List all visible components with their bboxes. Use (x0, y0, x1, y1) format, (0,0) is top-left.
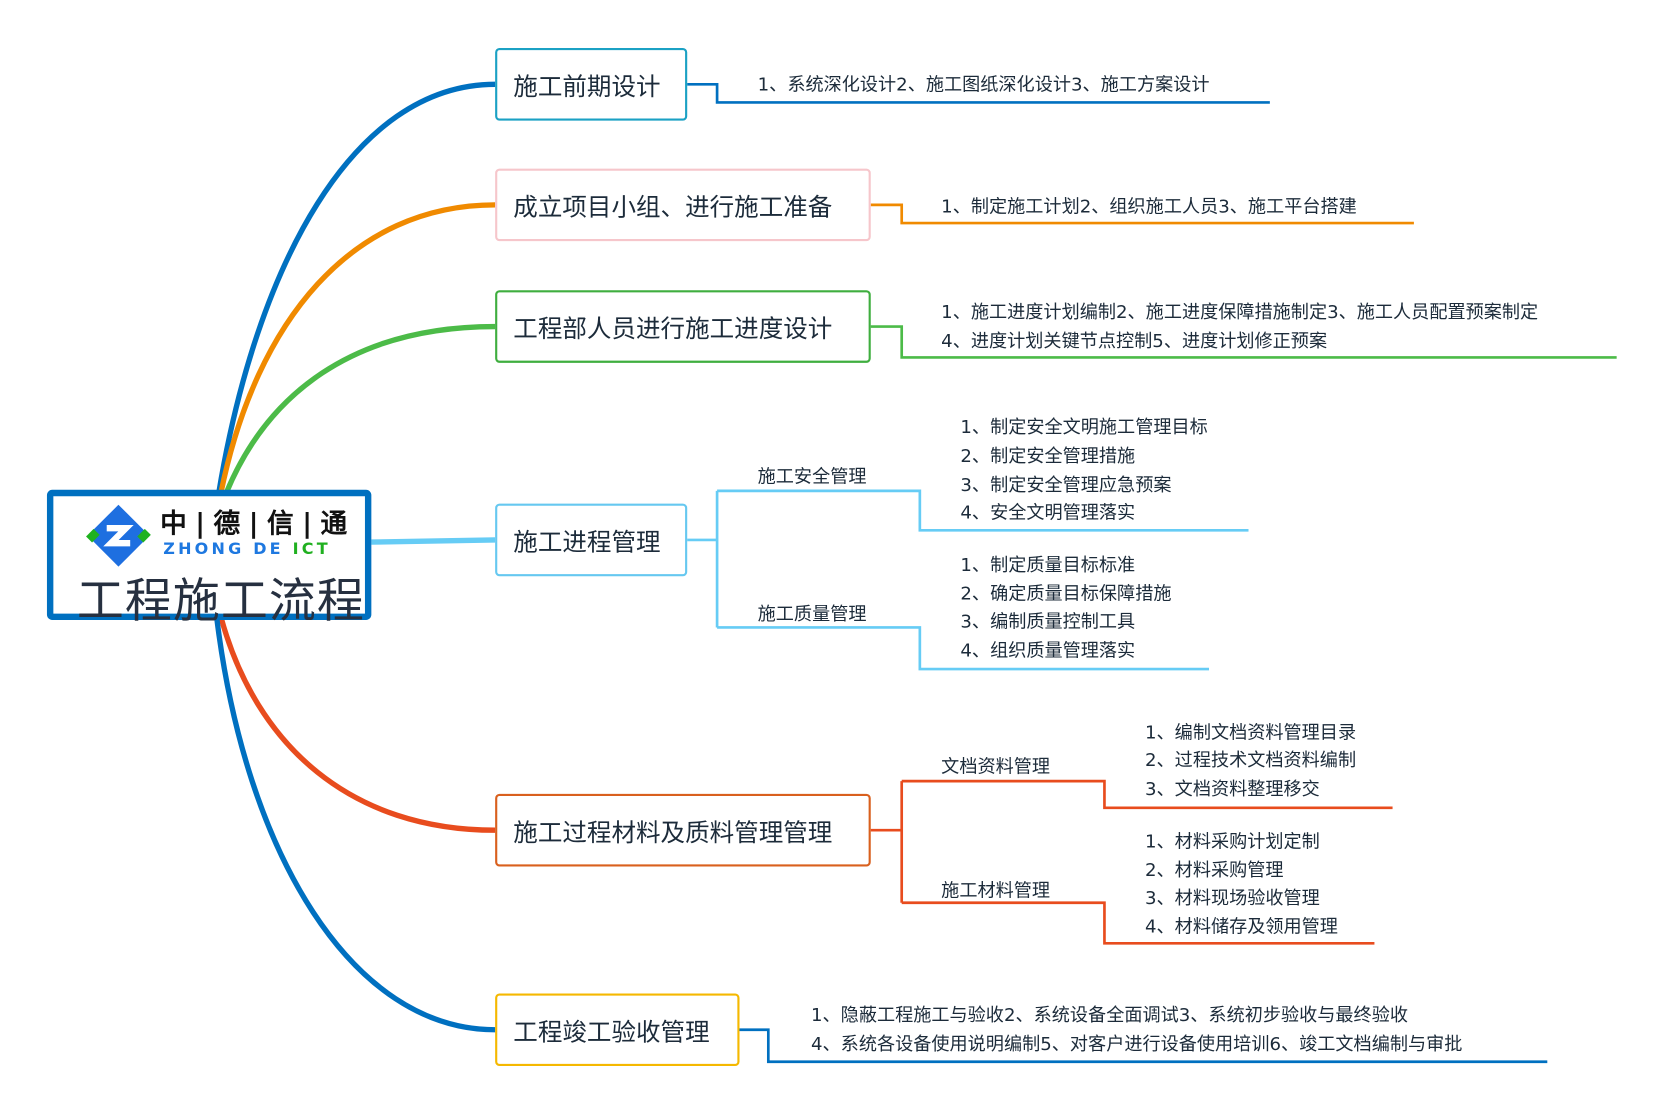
list-item: 3、文档资料整理移交 (1144, 778, 1320, 801)
subtopic-documents[interactable]: 文档资料管理 (941, 756, 1051, 778)
detail-text: 1、隐蔽工程施工与验收2、系统设备全面调试3、系统初步验收与最终验收 (810, 1005, 1408, 1027)
detail-line-1 (687, 82, 1270, 104)
topic-material-management[interactable]: 施工过程材料及质料管理管理 (495, 793, 871, 867)
connector-branch-3 (223, 323, 496, 495)
subtopic-quality[interactable]: 施工质量管理 (757, 603, 867, 626)
detail-line-6 (739, 1028, 1548, 1064)
brand-name-cn: 中|德|信|通 (160, 507, 356, 539)
brand-name-en: ZHONG DE ICT (163, 539, 331, 558)
detail-text: 4、系统各设备使用说明编制5、对客户进行设备使用培训6、竣工文档编制与审批 (810, 1034, 1463, 1056)
central-title: 工程施工流程 (76, 574, 365, 629)
connector-branch-4 (371, 537, 496, 545)
brand-en-ict: ICT (292, 538, 331, 559)
list-item: 3、编制质量控制工具 (960, 611, 1136, 633)
sub-lines-4 (687, 489, 1249, 671)
detail-text: 4、进度计划关键节点控制5、进度计划修正预案 (941, 330, 1328, 353)
detail-line-3 (870, 325, 1617, 359)
list-item: 2、制定安全管理措施 (960, 446, 1136, 468)
list-item: 1、制定质量目标标准 (960, 554, 1136, 577)
detail-text: 1、施工进度计划编制2、施工进度保障措施制定3、施工人员配置预案制定 (941, 301, 1539, 324)
zhongde-logo-icon (86, 504, 151, 567)
sub-lines-5 (870, 779, 1393, 945)
list-item: 2、过程技术文档资料编制 (1144, 750, 1357, 772)
list-item: 2、材料采购管理 (1144, 860, 1284, 882)
detail-text: 1、系统深化设计2、施工图纸深化设计3、施工方案设计 (757, 74, 1210, 97)
topic-schedule-design[interactable]: 工程部人员进行施工进度设计 (495, 290, 871, 363)
central-topic[interactable]: 中|德|信|通 ZHONG DE ICT 工程施工流程 (46, 489, 372, 629)
list-item: 2、确定质量目标保障措施 (960, 583, 1172, 606)
list-item: 1、材料采购计划定制 (1144, 831, 1320, 853)
connector-branch-1 (216, 81, 496, 494)
brand-en-part: ZHONG DE (163, 538, 293, 559)
topic-team-setup[interactable]: 成立项目小组、进行施工准备 (495, 168, 871, 242)
list-item: 3、制定安全管理应急预案 (960, 474, 1172, 497)
list-item: 1、制定安全文明施工管理目标 (960, 417, 1208, 439)
detail-line-2 (870, 203, 1414, 225)
connector-branch-2 (218, 202, 496, 494)
list-item: 4、材料储存及领用管理 (1144, 916, 1338, 938)
list-item: 1、编制文档资料管理目录 (1144, 722, 1357, 744)
subtopic-safety[interactable]: 施工安全管理 (757, 466, 867, 488)
topic-design[interactable]: 施工前期设计 (495, 48, 688, 121)
topic-process-management[interactable]: 施工进程管理 (495, 503, 688, 577)
list-item: 4、组织质量管理落实 (960, 640, 1136, 662)
list-item: 4、安全文明管理落实 (960, 502, 1136, 524)
connector-branch-5 (218, 616, 496, 833)
subtopic-materials[interactable]: 施工材料管理 (941, 880, 1051, 902)
list-item: 3、材料现场验收管理 (1144, 887, 1320, 910)
topic-acceptance[interactable]: 工程竣工验收管理 (495, 993, 740, 1067)
connector-branch-6 (213, 616, 496, 1033)
detail-text: 1、制定施工计划2、组织施工人员3、施工平台搭建 (941, 196, 1357, 218)
